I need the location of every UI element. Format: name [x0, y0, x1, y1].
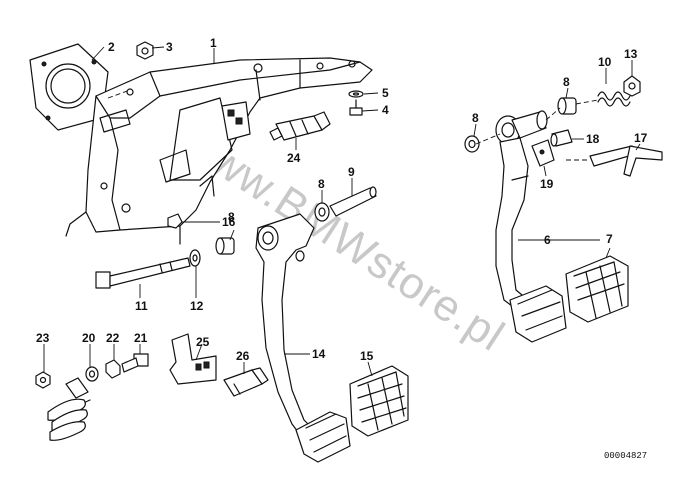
callout-9: 9: [348, 165, 355, 179]
clip-19: [531, 139, 555, 167]
callout-26: 26: [236, 349, 250, 363]
nut-23: [35, 371, 51, 389]
callout-5: 5: [382, 86, 389, 100]
bushing-8-a: [215, 237, 235, 255]
nut-3: [136, 41, 154, 60]
bracket-25: [169, 333, 217, 385]
gasket-hole: [45, 63, 91, 109]
callout-22: 22: [106, 331, 120, 345]
pin-9: [329, 186, 377, 217]
clutch-pedal-6: [495, 110, 567, 343]
callout-18: 18: [586, 132, 600, 146]
washer-20: [85, 366, 99, 382]
callout-3: 3: [166, 40, 173, 54]
bushing-8-b: [314, 202, 330, 222]
callout-7-pad: 7: [606, 232, 613, 246]
callout-8-near-bushing: 8: [228, 210, 235, 224]
callout-10: 10: [598, 55, 612, 69]
callout-2: 2: [108, 40, 115, 54]
clip-16: [167, 213, 183, 229]
callout-labels: 2 3 1 5 4 24 16 8 9 11 12 14 15 23 20 22…: [36, 36, 648, 363]
switch-26: [223, 367, 269, 397]
callout-8-d: 8: [563, 75, 570, 89]
bolt-11: [95, 257, 191, 289]
assembly-line: [545, 107, 561, 121]
callout-8-c: 8: [472, 111, 479, 125]
bolt-21: [121, 353, 149, 373]
callout-12: 12: [190, 299, 204, 313]
callout-13: 13: [624, 47, 638, 61]
bushing-8-c: [464, 135, 480, 153]
washer-5: [348, 90, 364, 98]
assembly-line: [475, 133, 501, 145]
callout-17: 17: [634, 131, 648, 145]
nut-13: [623, 75, 641, 97]
callout-4: 4: [382, 103, 389, 117]
bolt-4: [349, 99, 363, 116]
callout-15: 15: [360, 349, 374, 363]
brake-pedal-14: [255, 213, 351, 463]
assembly-line: [107, 89, 131, 99]
callout-16: 16: [222, 215, 236, 229]
callout-21: 21: [134, 331, 148, 345]
callout-11: 11: [135, 299, 148, 313]
callout-8-b: 8: [318, 177, 325, 191]
pedal-pad-7: [565, 255, 629, 323]
pedal-pad-15: [349, 365, 409, 437]
callout-14: 14: [312, 347, 326, 361]
callout-25: 25: [196, 335, 210, 349]
bracket-body: [85, 57, 373, 233]
bushing-8-d: [557, 97, 577, 115]
washer-12: [189, 249, 201, 267]
gasket-hole-inner: [50, 68, 86, 104]
callout-23: 23: [36, 331, 50, 345]
callout-24: 24: [287, 151, 301, 165]
assembly-line: [575, 99, 599, 105]
leader-lines: [43, 46, 641, 377]
callout-6: 6: [544, 233, 551, 247]
spring-assembly: [47, 377, 91, 441]
pedal-bracket: [29, 43, 373, 245]
bushing-18: [550, 129, 573, 147]
switch-24: [269, 111, 331, 141]
callout-19: 19: [540, 177, 554, 191]
callout-20: 20: [82, 331, 96, 345]
callout-1: 1: [210, 36, 217, 50]
pushrod-17: [589, 145, 663, 177]
spring-10: [597, 91, 631, 107]
nut-22: [105, 359, 121, 379]
diagram-code: 00004827: [604, 451, 647, 461]
